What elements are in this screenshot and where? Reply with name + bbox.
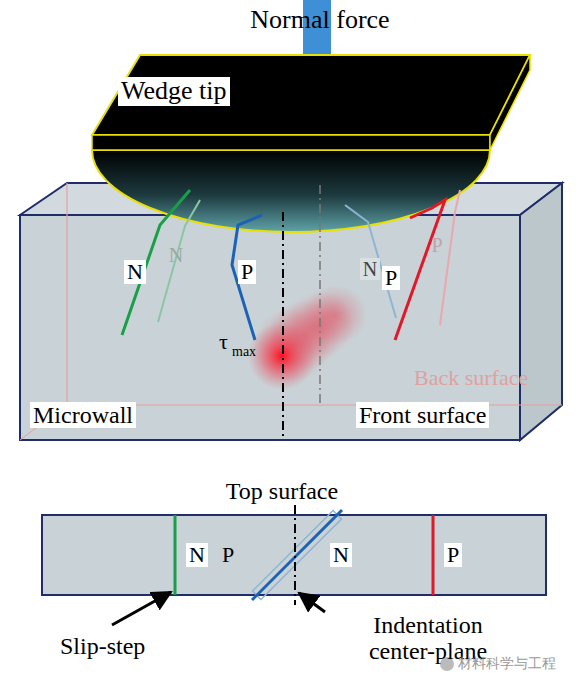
symbol-label: τ [219, 330, 228, 354]
surface-label: Microwall [30, 402, 136, 428]
surface-label: Back surface [414, 366, 528, 390]
center-plane [282, 212, 284, 440]
surface-label: Front surface [356, 402, 489, 428]
top-view [42, 505, 546, 605]
slip-lines [122, 190, 460, 340]
title-label: Normal force [250, 6, 389, 35]
leader-arrow [112, 592, 171, 625]
slip-label: N [360, 258, 380, 280]
slip-label: P [431, 234, 442, 256]
callout-label: Slip-step [60, 633, 145, 659]
max-shear-zone [248, 285, 367, 390]
slip-label: P [444, 543, 462, 567]
slip-label: N [169, 244, 183, 266]
slip-label: P [222, 543, 234, 567]
view-label: Top surface [226, 478, 338, 504]
center-plane [319, 185, 321, 405]
slip-label: P [382, 266, 400, 290]
slip-label: P [238, 260, 256, 284]
leader-arrow [299, 593, 325, 612]
part-label: Wedge tip [118, 77, 230, 106]
slip-label: N [330, 543, 352, 567]
slip-label: N [124, 260, 146, 284]
symbol-subscript: max [232, 344, 256, 359]
wedge-tip [92, 55, 530, 232]
slip-label: N [186, 543, 208, 567]
watermark: 材料科学与工程 [458, 656, 556, 671]
